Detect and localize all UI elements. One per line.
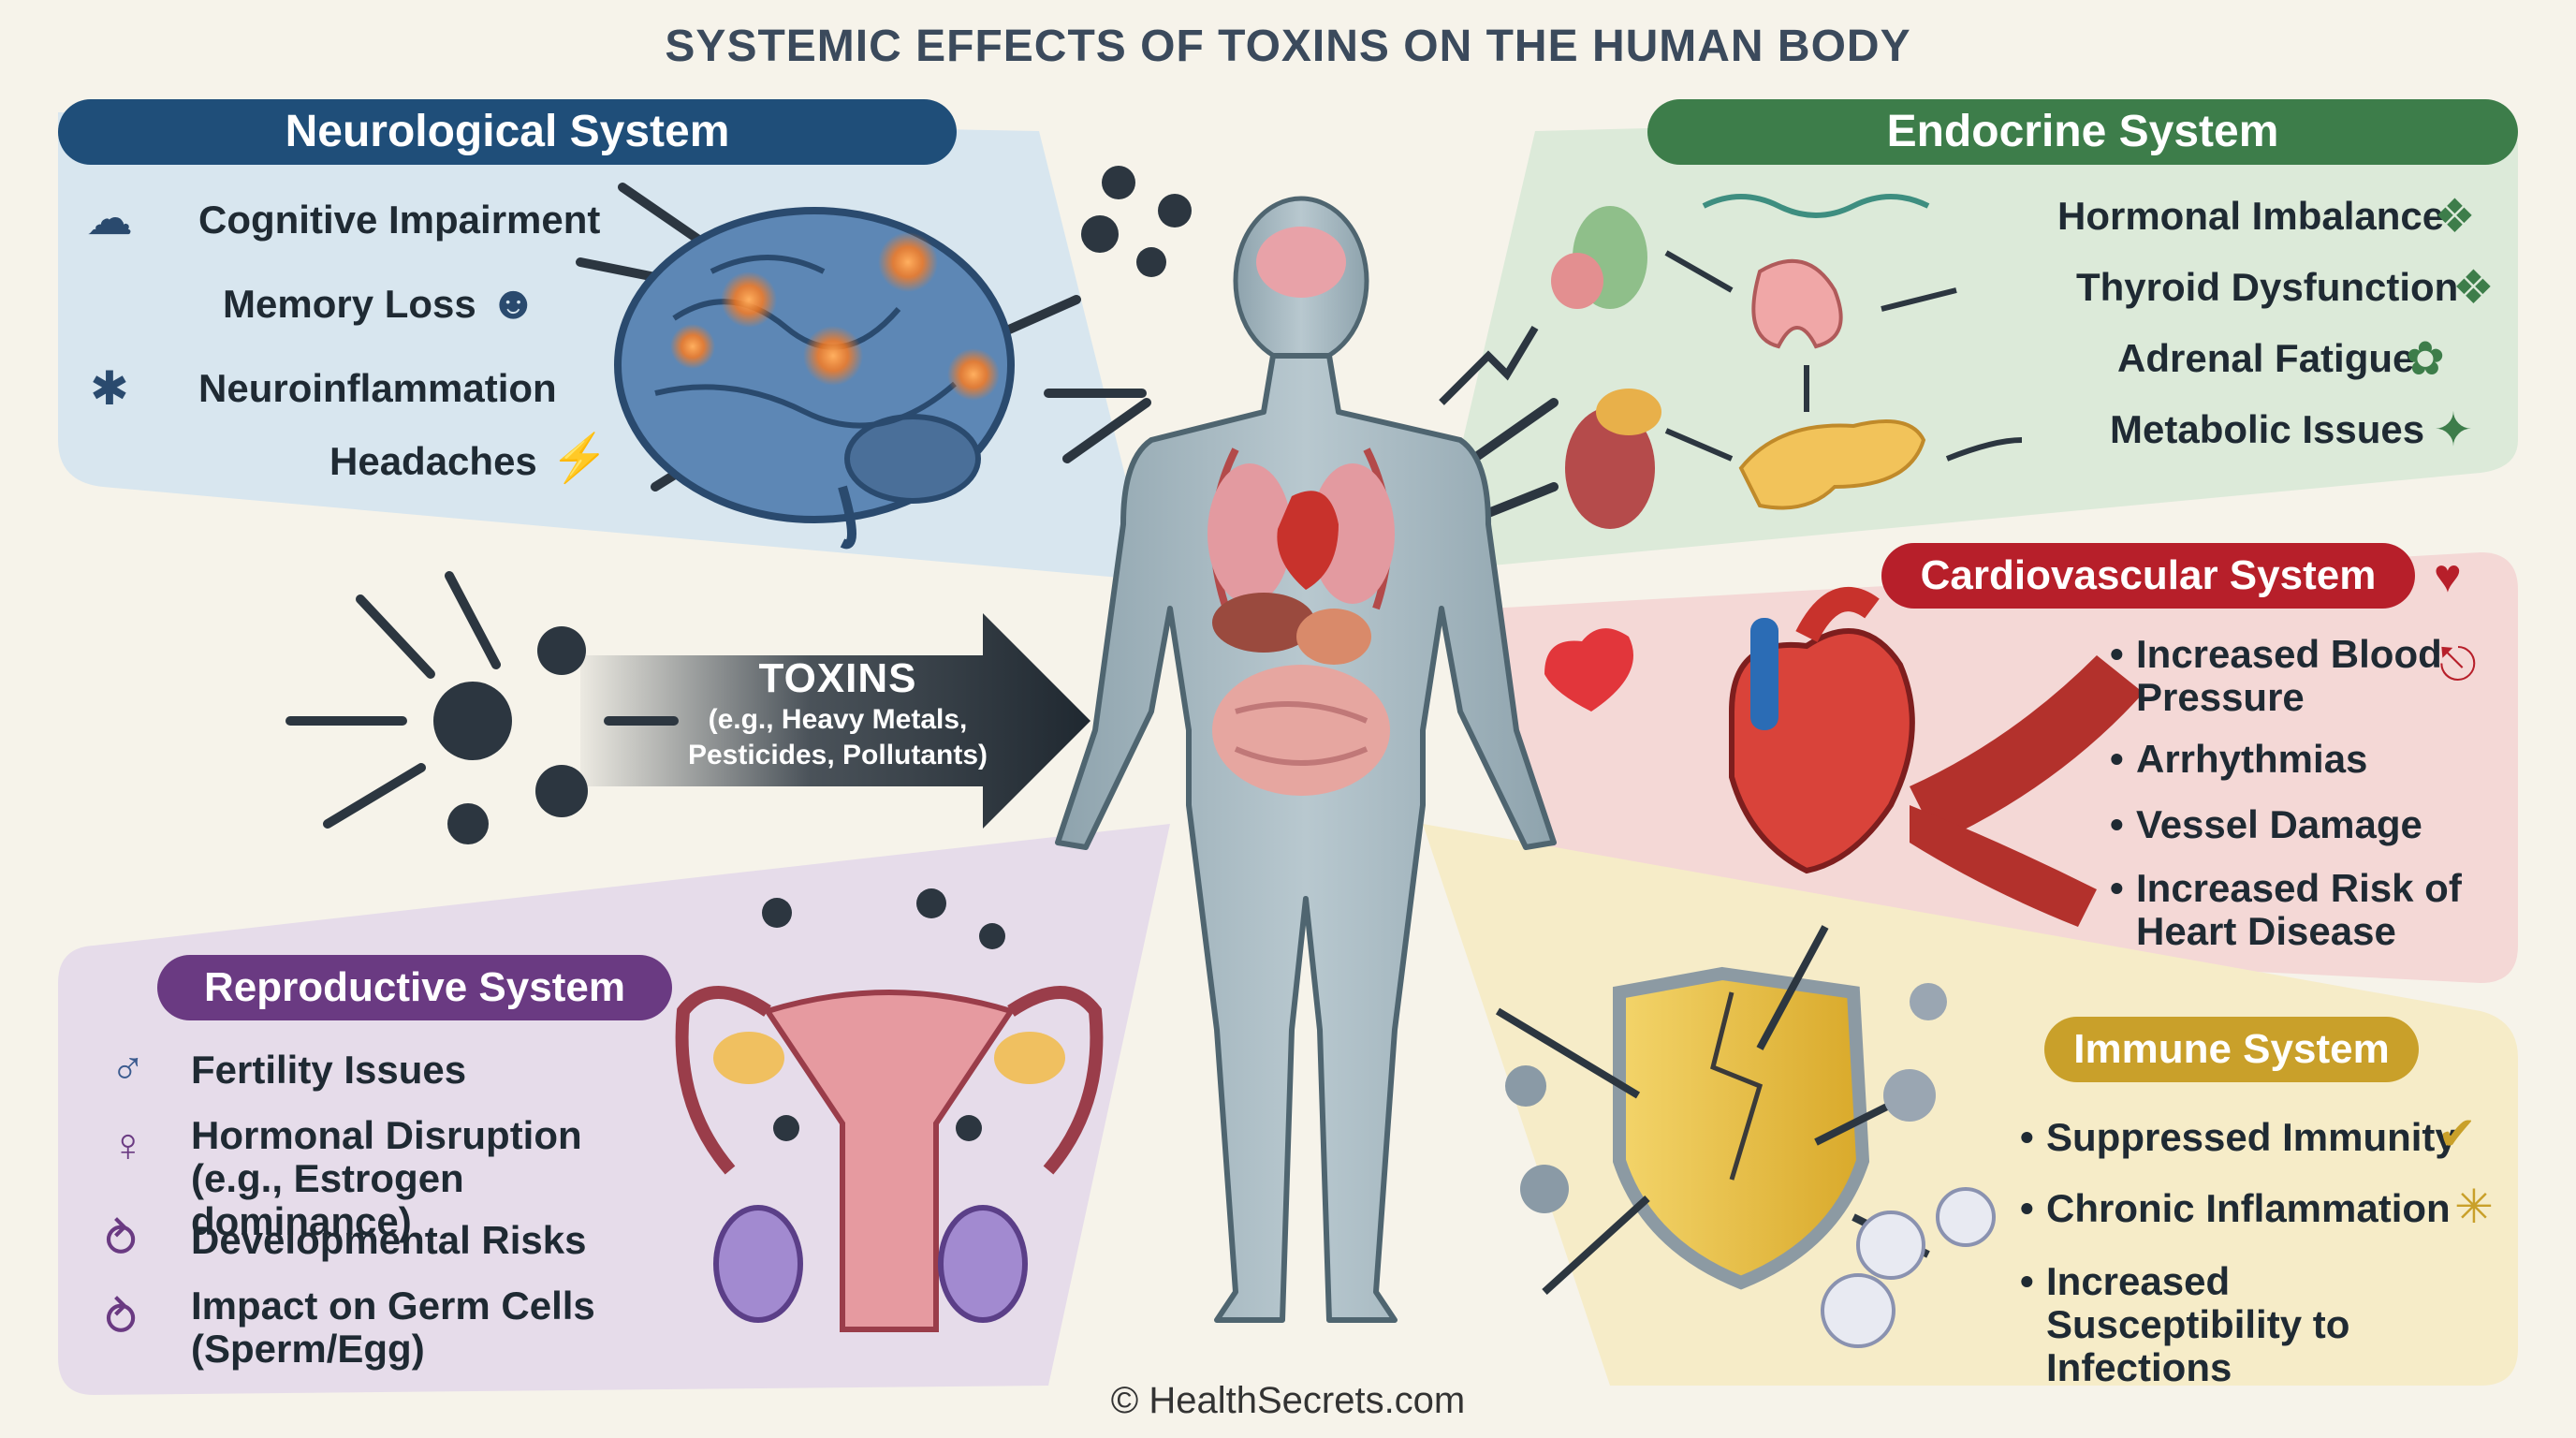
neuro-item: Memory Loss <box>223 282 476 326</box>
immune-item: Suppressed Immunity <box>2020 1116 2457 1160</box>
blood-pressure-icon: ⎋ <box>2439 638 2477 690</box>
neuro-item: Cognitive Impairment <box>198 198 601 242</box>
toxin-arrow <box>580 613 1090 829</box>
cardio-item: Increased Risk of Heart Disease <box>2110 867 2473 953</box>
metabolic-icon: ✦ <box>2434 404 2473 456</box>
cardio-item: Arrhythmias <box>2110 738 2367 782</box>
page-title: SYSTEMIC EFFECTS OF TOXINS ON THE HUMAN … <box>665 22 1911 71</box>
brain-illustration <box>614 207 1015 550</box>
reproductive-item: Fertility Issues <box>191 1048 467 1092</box>
female-symbol-icon: ♀ <box>110 1119 146 1171</box>
neuron-icon: ✱ <box>90 362 129 415</box>
neuro-title: Neurological System <box>58 99 957 165</box>
endocrine-title: Endocrine System <box>1647 99 2518 165</box>
heart-pulse-icon: ♥ <box>2434 550 2462 602</box>
cardio-item: Increased Blood Pressure <box>2110 633 2445 719</box>
toxin-particles <box>433 166 1192 1141</box>
virus-icon: ✳ <box>2454 1181 2494 1233</box>
reproductive-item: Developmental Risks <box>191 1218 587 1262</box>
heart-illustration <box>1544 587 2144 927</box>
neuro-item: Headaches <box>329 439 537 483</box>
endocrine-item: Hormonal Imbalance <box>2057 194 2445 238</box>
immune-item: Chronic Inflammation <box>2020 1187 2451 1231</box>
dna-icon: ⥁ <box>105 1214 138 1267</box>
reproductive-item: Impact on Germ Cells (Sperm/Egg) <box>191 1284 595 1371</box>
cardio-item: Vessel Damage <box>2110 803 2422 847</box>
endocrine-panel <box>1432 108 2518 571</box>
head-brain-icon: ☻ <box>489 276 538 329</box>
endocrine-item: Metabolic Issues <box>2110 407 2425 451</box>
endocrine-item: Thyroid Dysfunction <box>2076 265 2459 309</box>
endocrine-organs <box>1439 194 2023 529</box>
thyroid-icon: ❖ <box>2452 261 2495 314</box>
adrenal-icon: ✿ <box>2406 332 2445 385</box>
toxins-label: TOXINS (e.g., Heavy Metals, Pesticides, … <box>687 655 988 770</box>
shield-check-icon: ✔ <box>2437 1108 2477 1160</box>
footer-copyright: © HealthSecrets.com <box>1110 1380 1466 1421</box>
neuro-item: Neuroinflammation <box>198 366 557 410</box>
male-symbol-icon: ♂ <box>110 1042 146 1094</box>
reproductive-item: Hormonal Disruption (e.g., Estrogen domi… <box>191 1113 582 1243</box>
endocrine-item: Adrenal Fatigue <box>2117 336 2415 380</box>
cardio-title: Cardiovascular System <box>1881 543 2415 609</box>
dna-icon: ⥁ <box>105 1293 138 1345</box>
thyroid-icon: ❖ <box>2434 190 2476 242</box>
shield-illustration <box>1495 925 1996 1348</box>
reproductive-organ-illustration <box>675 986 1104 1332</box>
thought-bubble-icon: ☁ <box>86 192 133 244</box>
immune-title: Immune System <box>2044 1017 2419 1082</box>
reproductive-title: Reproductive System <box>157 955 672 1020</box>
headache-icon: ⚡ <box>550 432 609 484</box>
human-body-figure <box>1055 196 1557 1323</box>
immune-item: Increased Susceptibility to Infections <box>2020 1260 2486 1389</box>
